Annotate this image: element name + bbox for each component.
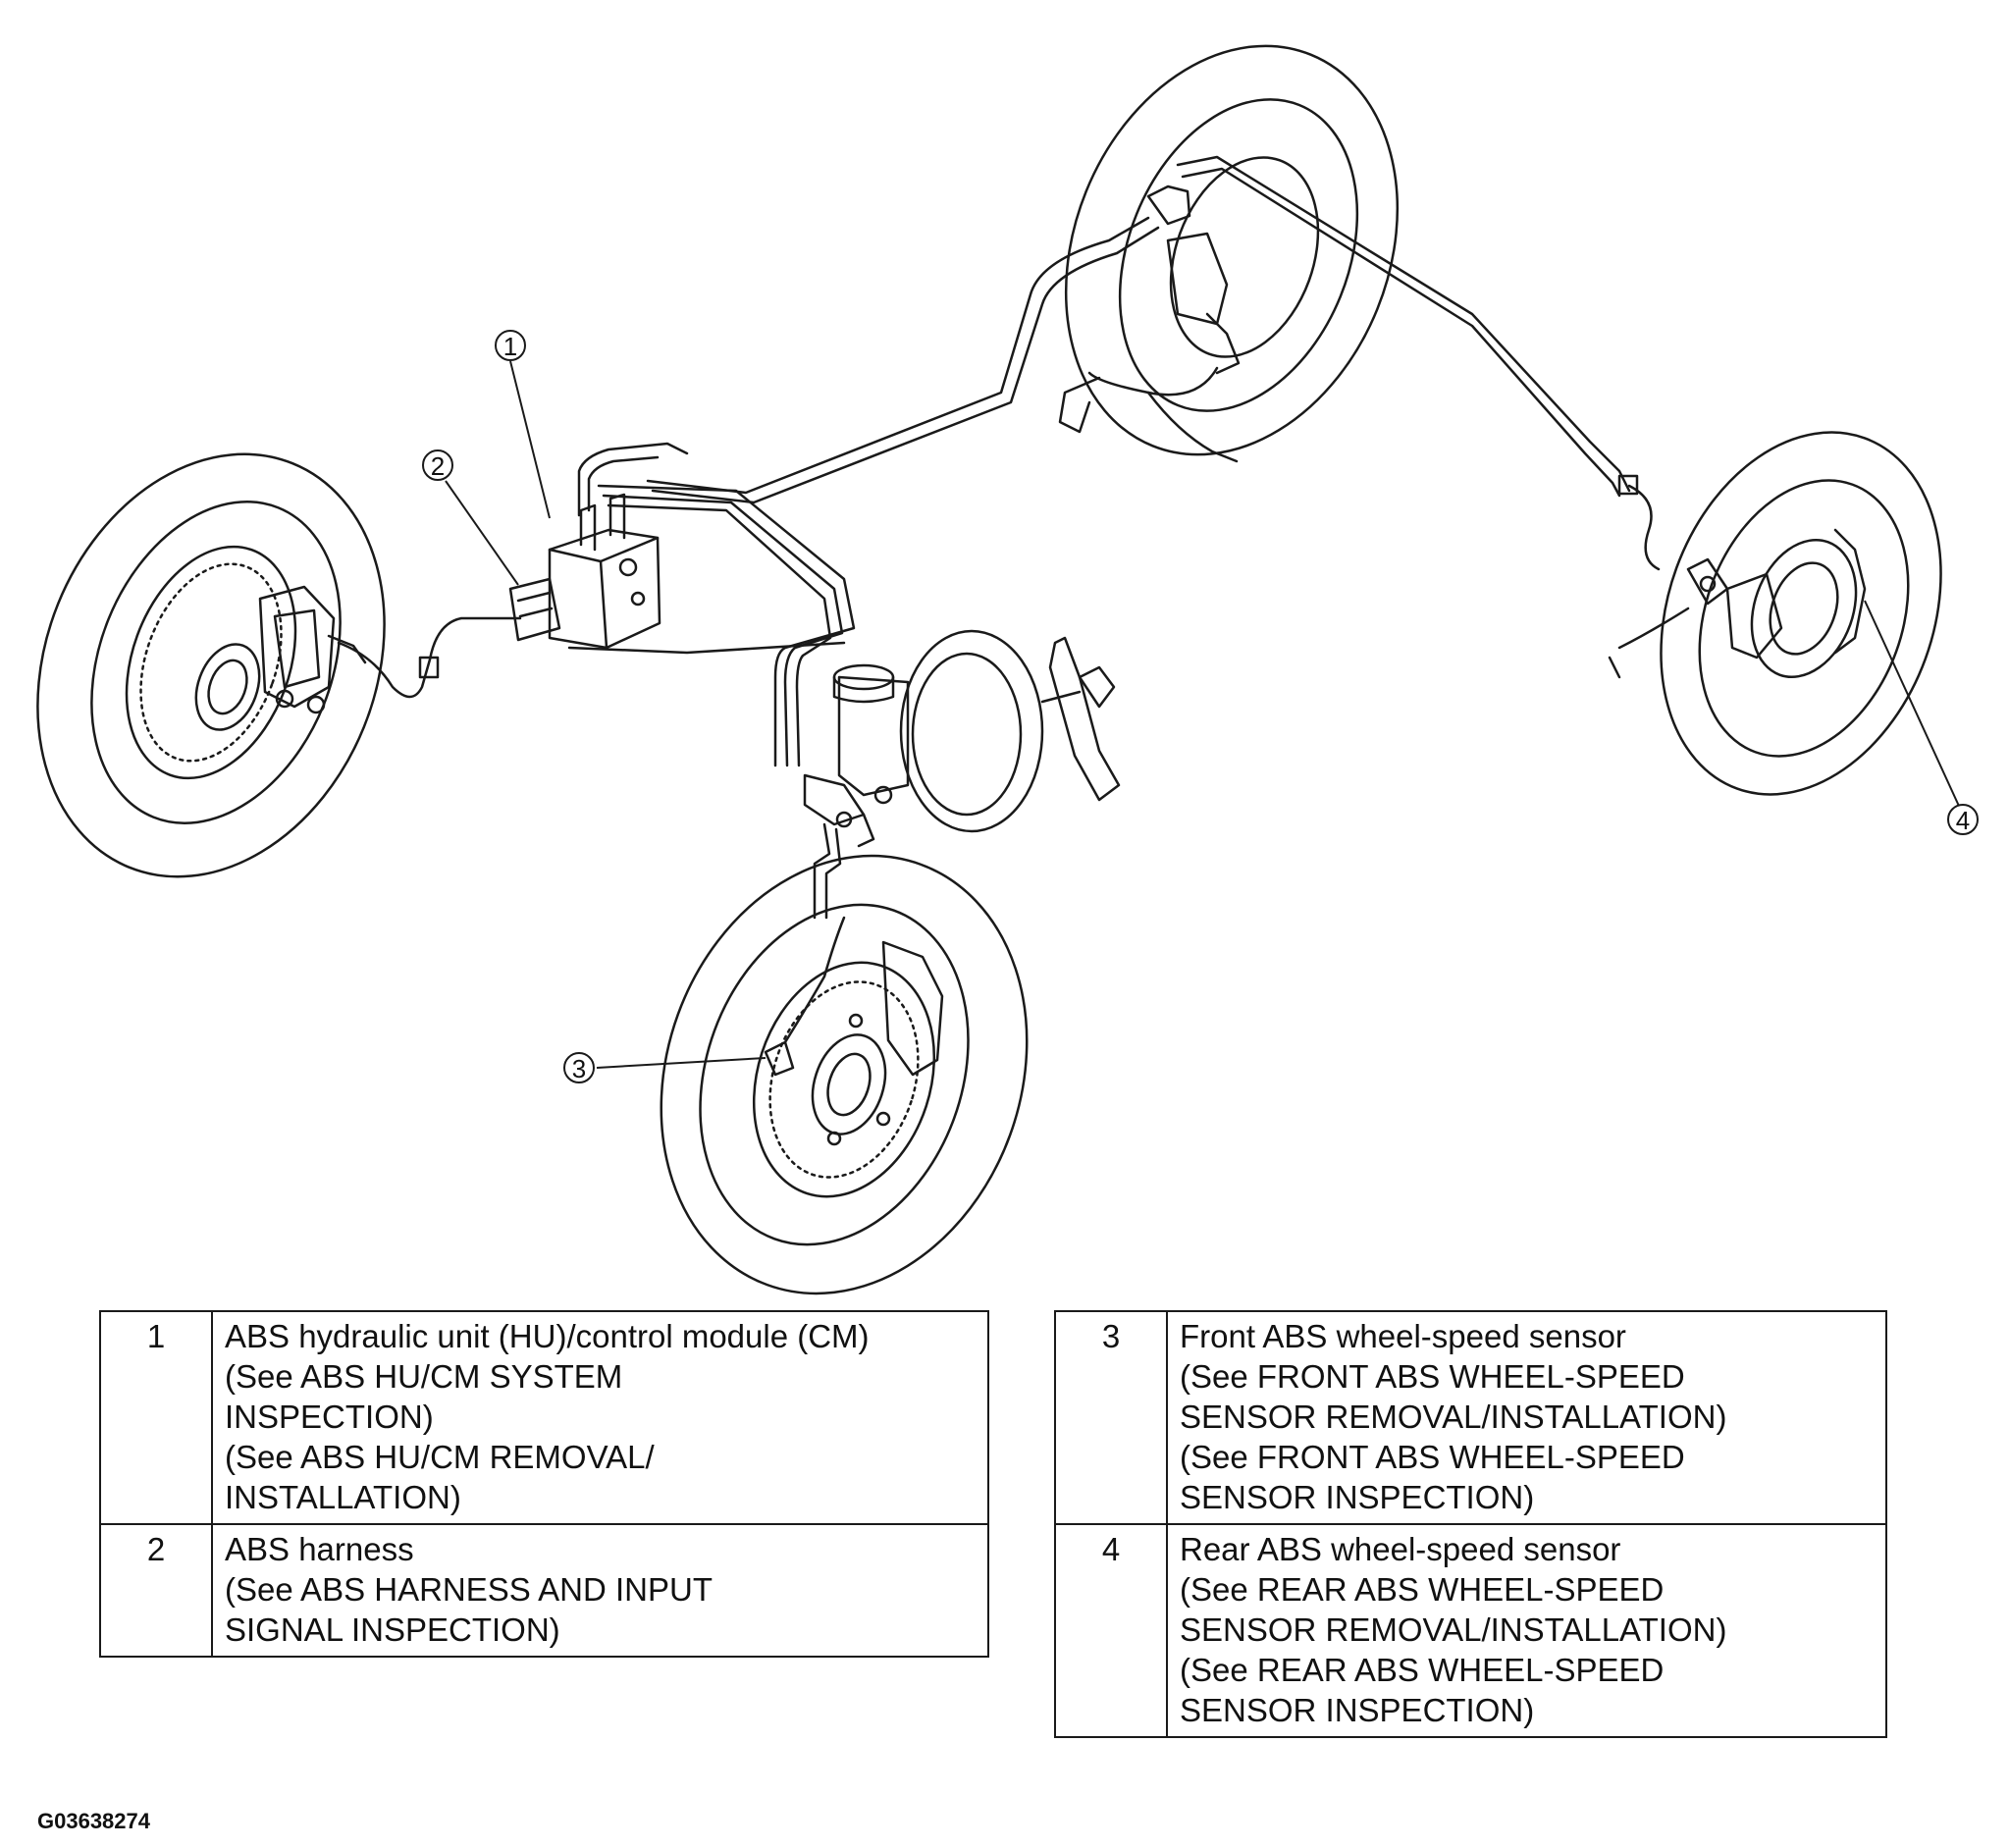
master-cylinder-booster bbox=[803, 629, 1044, 920]
legend-number: 2 bbox=[99, 1523, 213, 1658]
legend-number: 4 bbox=[1054, 1523, 1168, 1738]
legend-line: Front ABS wheel-speed sensor bbox=[1180, 1318, 1626, 1354]
legend-row: 3 Front ABS wheel-speed sensor (See FRON… bbox=[1054, 1310, 1887, 1525]
abs-hydraulic-unit bbox=[508, 493, 661, 650]
legend-line: SENSOR REMOVAL/INSTALLATION) bbox=[1180, 1611, 1727, 1648]
legend-line: ABS hydraulic unit (HU)/control module (… bbox=[225, 1318, 870, 1354]
legend-description: ABS harness (See ABS HARNESS AND INPUT S… bbox=[211, 1523, 989, 1658]
legend-description: ABS hydraulic unit (HU)/control module (… bbox=[211, 1310, 989, 1525]
abs-system-diagram: 1 2 3 4 bbox=[36, 44, 1979, 1295]
legend-row: 4 Rear ABS wheel-speed sensor (See REAR … bbox=[1054, 1523, 1887, 1738]
legend-line: INSTALLATION) bbox=[225, 1479, 461, 1515]
legend-line: INSPECTION) bbox=[225, 1399, 434, 1435]
legend-line: ABS harness bbox=[225, 1531, 414, 1567]
right-front-wheel bbox=[1058, 44, 1400, 463]
legend-line: SENSOR INSPECTION) bbox=[1180, 1692, 1535, 1728]
callout-2: 2 bbox=[422, 449, 453, 481]
left-brake-line bbox=[337, 616, 522, 699]
legend-number: 3 bbox=[1054, 1310, 1168, 1525]
legend-line: (See FRONT ABS WHEEL-SPEED bbox=[1180, 1439, 1685, 1475]
callout-4: 4 bbox=[1947, 804, 1979, 835]
main-brake-line bbox=[646, 216, 1150, 495]
left-front-wheel bbox=[36, 452, 386, 878]
legend-row: 1 ABS hydraulic unit (HU)/control module… bbox=[99, 1310, 989, 1525]
legend-line: (See REAR ABS WHEEL-SPEED bbox=[1180, 1571, 1665, 1608]
legend-line: SIGNAL INSPECTION) bbox=[225, 1611, 560, 1648]
callout-3: 3 bbox=[563, 1052, 595, 1083]
legend-description: Front ABS wheel-speed sensor (See FRONT … bbox=[1166, 1310, 1887, 1525]
legend-line: (See ABS HARNESS AND INPUT bbox=[225, 1571, 713, 1608]
legend-table-right: 3 Front ABS wheel-speed sensor (See FRON… bbox=[1054, 1310, 1887, 1738]
callout-1: 1 bbox=[495, 330, 526, 361]
legend-line: SENSOR REMOVAL/INSTALLATION) bbox=[1180, 1399, 1727, 1435]
legend-row: 2 ABS harness (See ABS HARNESS AND INPUT… bbox=[99, 1523, 989, 1658]
svg-text:3: 3 bbox=[572, 1054, 586, 1083]
front-wheel-bottom bbox=[660, 854, 1029, 1295]
figure-id: G03638274 bbox=[37, 1809, 150, 1833]
brake-pedal bbox=[1040, 636, 1121, 802]
svg-text:2: 2 bbox=[431, 451, 445, 481]
legend-line: SENSOR INSPECTION) bbox=[1180, 1479, 1535, 1515]
legend-line: (See ABS HU/CM REMOVAL/ bbox=[225, 1439, 655, 1475]
legend-line: (See ABS HU/CM SYSTEM bbox=[225, 1358, 623, 1395]
brake-lines-to-master bbox=[577, 442, 689, 517]
legend-line: (See FRONT ABS WHEEL-SPEED bbox=[1180, 1358, 1685, 1395]
legend-description: Rear ABS wheel-speed sensor (See REAR AB… bbox=[1166, 1523, 1887, 1738]
rear-brake-line bbox=[1176, 155, 1631, 493]
svg-text:4: 4 bbox=[1956, 806, 1970, 835]
legend-line: (See REAR ABS WHEEL-SPEED bbox=[1180, 1652, 1665, 1688]
legend-number: 1 bbox=[99, 1310, 213, 1525]
legend-table-left: 1 ABS hydraulic unit (HU)/control module… bbox=[99, 1310, 989, 1658]
legend-line: Rear ABS wheel-speed sensor bbox=[1180, 1531, 1621, 1567]
rear-wheel bbox=[1608, 431, 1942, 796]
svg-text:1: 1 bbox=[503, 332, 517, 361]
